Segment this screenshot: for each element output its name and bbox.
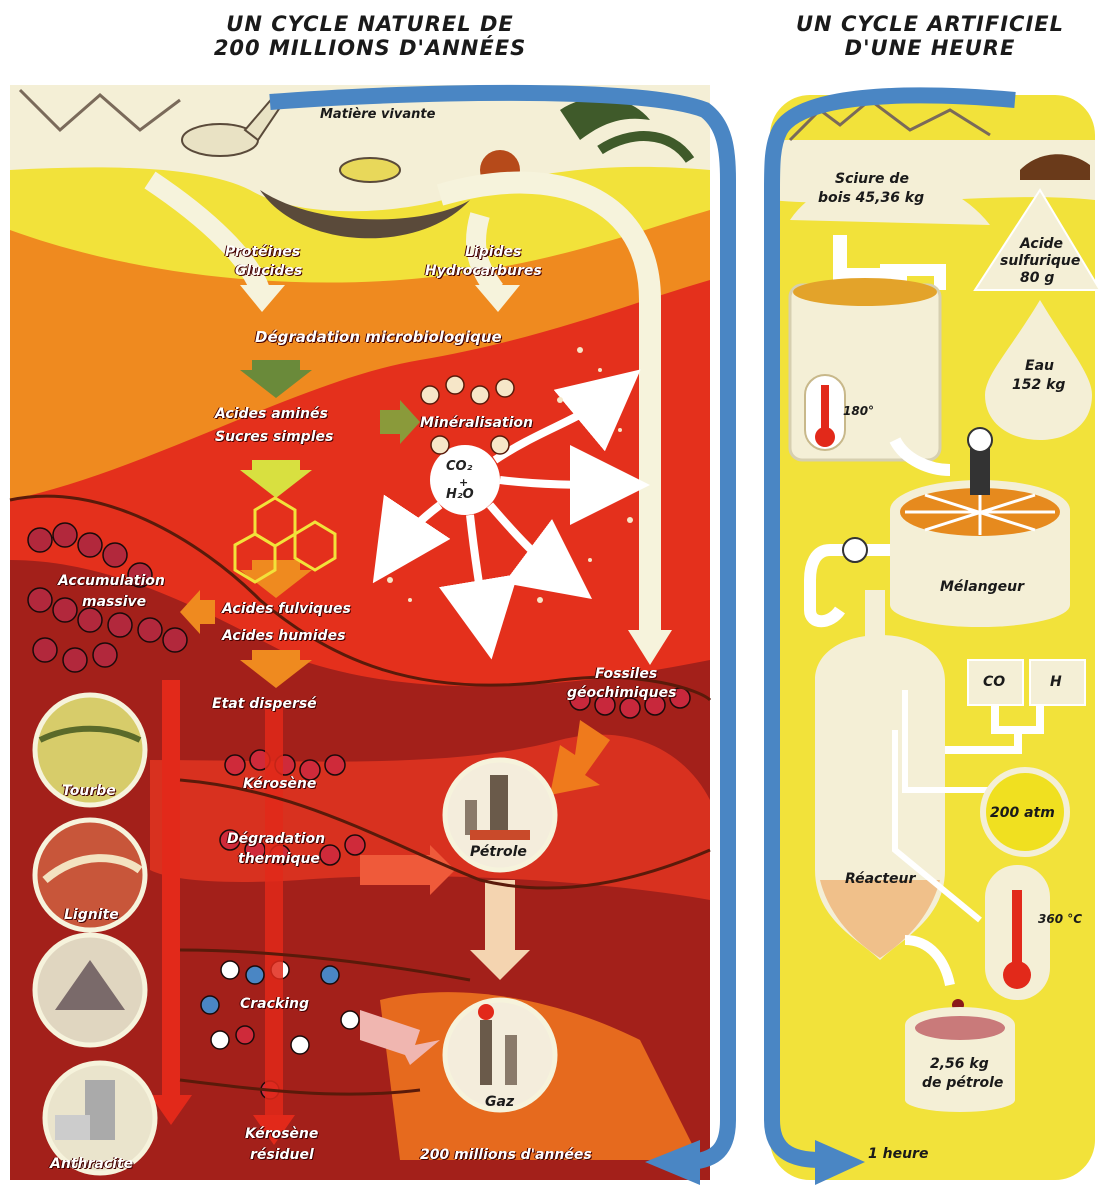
artificial-cycle-title: UN CYCLE ARTIFICIEL D'UNE HEURE xyxy=(770,12,1090,60)
label-etat-disperse: Etat dispersé xyxy=(212,695,317,713)
label-acide-weight: 80 g xyxy=(1020,269,1054,287)
label-petrole: Pétrole xyxy=(470,843,527,861)
label-lipides: Lipides xyxy=(465,243,521,261)
label-massive: massive xyxy=(82,593,146,611)
label-degradation-thermique-2: thermique xyxy=(238,850,320,868)
label-lignite: Lignite xyxy=(64,906,119,924)
label-h: H xyxy=(1050,673,1062,691)
label-eau-weight: 152 kg xyxy=(1012,376,1065,394)
label-accumulation: Accumulation xyxy=(58,572,165,590)
label-temp-360: 360 °C xyxy=(1038,910,1082,928)
label-tourbe: Tourbe xyxy=(62,782,116,800)
label-reacteur: Réacteur xyxy=(845,870,915,888)
label-cracking: Cracking xyxy=(240,995,309,1013)
label-sciure: Sciure de xyxy=(835,170,909,188)
label-glucides: Glucides xyxy=(235,262,302,280)
label-kerosene-residuel-1: Kérosène xyxy=(245,1125,318,1143)
label-anthracite: Anthracite xyxy=(50,1155,133,1173)
label-sciure-weight: bois 45,36 kg xyxy=(818,189,924,207)
label-co: CO xyxy=(983,673,1005,691)
label-duration-artificial: 1 heure xyxy=(868,1145,928,1163)
label-sulfurique: sulfurique xyxy=(1000,252,1080,270)
label-hydrocarbures: Hydrocarbures xyxy=(425,262,542,280)
label-eau: Eau xyxy=(1025,357,1054,375)
label-output-product: de pétrole xyxy=(922,1074,1003,1092)
artificial-title-line2: D'UNE HEURE xyxy=(770,36,1090,60)
artificial-title-line1: UN CYCLE ARTIFICIEL xyxy=(770,12,1090,36)
label-acides-humides: Acides humides xyxy=(222,627,345,645)
label-acide: Acide xyxy=(1020,235,1063,253)
label-kerosene-residuel-2: résiduel xyxy=(250,1146,314,1164)
label-degradation-thermique-1: Dégradation xyxy=(227,830,325,848)
label-h2o: H₂O xyxy=(446,486,474,504)
natural-cycle-title: UN CYCLE NATUREL DE 200 MILLIONS D'ANNÉE… xyxy=(200,12,540,60)
label-degradation-microbiologique: Dégradation microbiologique xyxy=(255,328,502,346)
label-kerosene: Kérosène xyxy=(243,775,316,793)
label-duration-natural: 200 millions d'années xyxy=(420,1146,592,1164)
label-temp-180: 180° xyxy=(843,402,874,420)
label-acides-amines: Acides aminés xyxy=(215,405,328,423)
label-gaz: Gaz xyxy=(485,1093,514,1111)
natural-title-line1: UN CYCLE NATUREL DE xyxy=(200,12,540,36)
label-geochimiques: géochimiques xyxy=(567,684,676,702)
label-sucres-simples: Sucres simples xyxy=(215,428,333,446)
label-melangeur: Mélangeur xyxy=(940,578,1024,596)
natural-title-line2: 200 MILLIONS D'ANNÉES xyxy=(200,36,540,60)
label-mineralisation: Minéralisation xyxy=(420,414,533,432)
label-output-weight: 2,56 kg xyxy=(930,1055,989,1073)
label-matiere-vivante: Matière vivante xyxy=(320,106,435,124)
label-proteines: Protéines xyxy=(225,243,300,261)
label-pressure: 200 atm xyxy=(990,804,1055,822)
label-acides-fulviques: Acides fulviques xyxy=(222,600,351,618)
label-fossiles: Fossiles xyxy=(595,665,657,683)
